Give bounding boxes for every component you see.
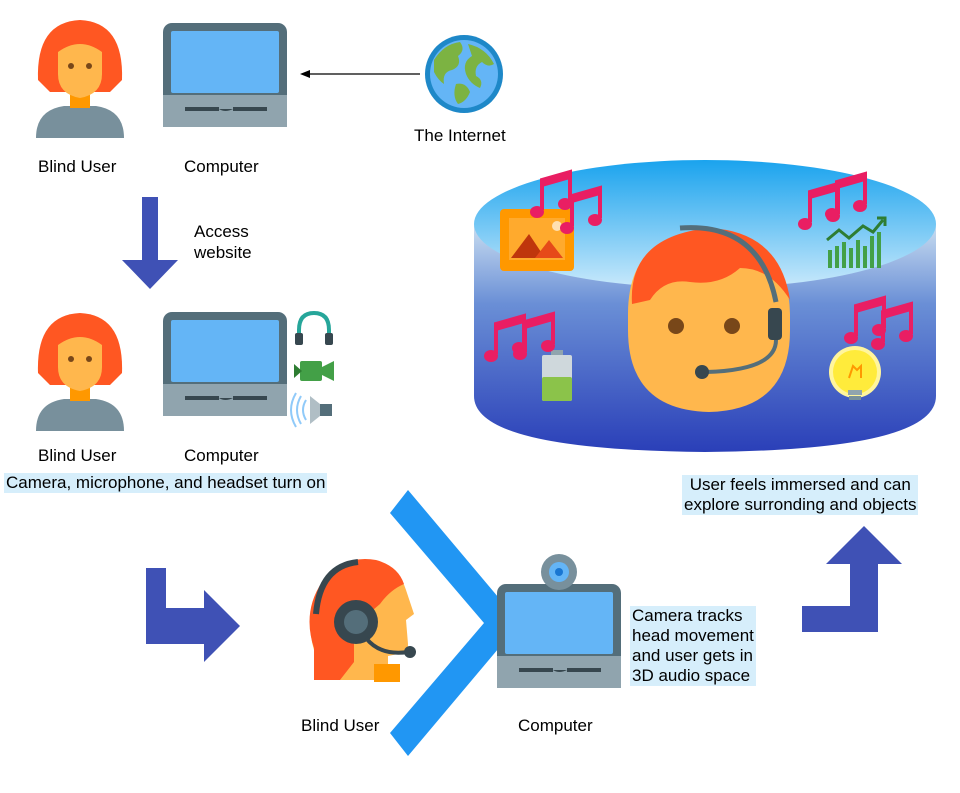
female-user-icon [36, 313, 124, 431]
down-arrow-icon [122, 197, 178, 289]
light-bulb-icon [829, 346, 881, 400]
battery-icon [542, 350, 572, 401]
computer-icon [497, 584, 621, 688]
turn-right-arrow-icon [146, 568, 240, 662]
tracking-caption: Camera tracks head movement and user get… [630, 606, 756, 686]
headphones-icon [295, 310, 333, 345]
devices-on-caption: Camera, microphone, and headset turn on [4, 473, 328, 493]
computer-label: Computer [184, 157, 259, 176]
female-user-icon [36, 20, 124, 138]
immersed-caption: User feels immersed and can explore surr… [682, 475, 919, 515]
chevron-icon [390, 490, 520, 756]
image-icon [500, 209, 574, 271]
user-label: Blind User [301, 716, 380, 735]
computer-icon [163, 23, 287, 127]
user-label: Blind User [38, 446, 117, 465]
speaker-icon [290, 392, 332, 428]
user-label: Blind User [38, 157, 117, 176]
turn-up-arrow-icon [802, 526, 902, 632]
headset-user-icon [309, 558, 416, 682]
chart-icon [826, 216, 887, 268]
arrowhead-icon [300, 70, 310, 78]
computer-icon [163, 312, 287, 416]
computer-label: Computer [184, 446, 259, 465]
webcam-icon [541, 554, 577, 590]
computer-label: Computer [518, 716, 593, 735]
video-camera-icon [294, 361, 334, 381]
access-website-label: Access website [194, 222, 252, 262]
globe-icon [425, 35, 503, 113]
internet-label: The Internet [414, 126, 506, 145]
